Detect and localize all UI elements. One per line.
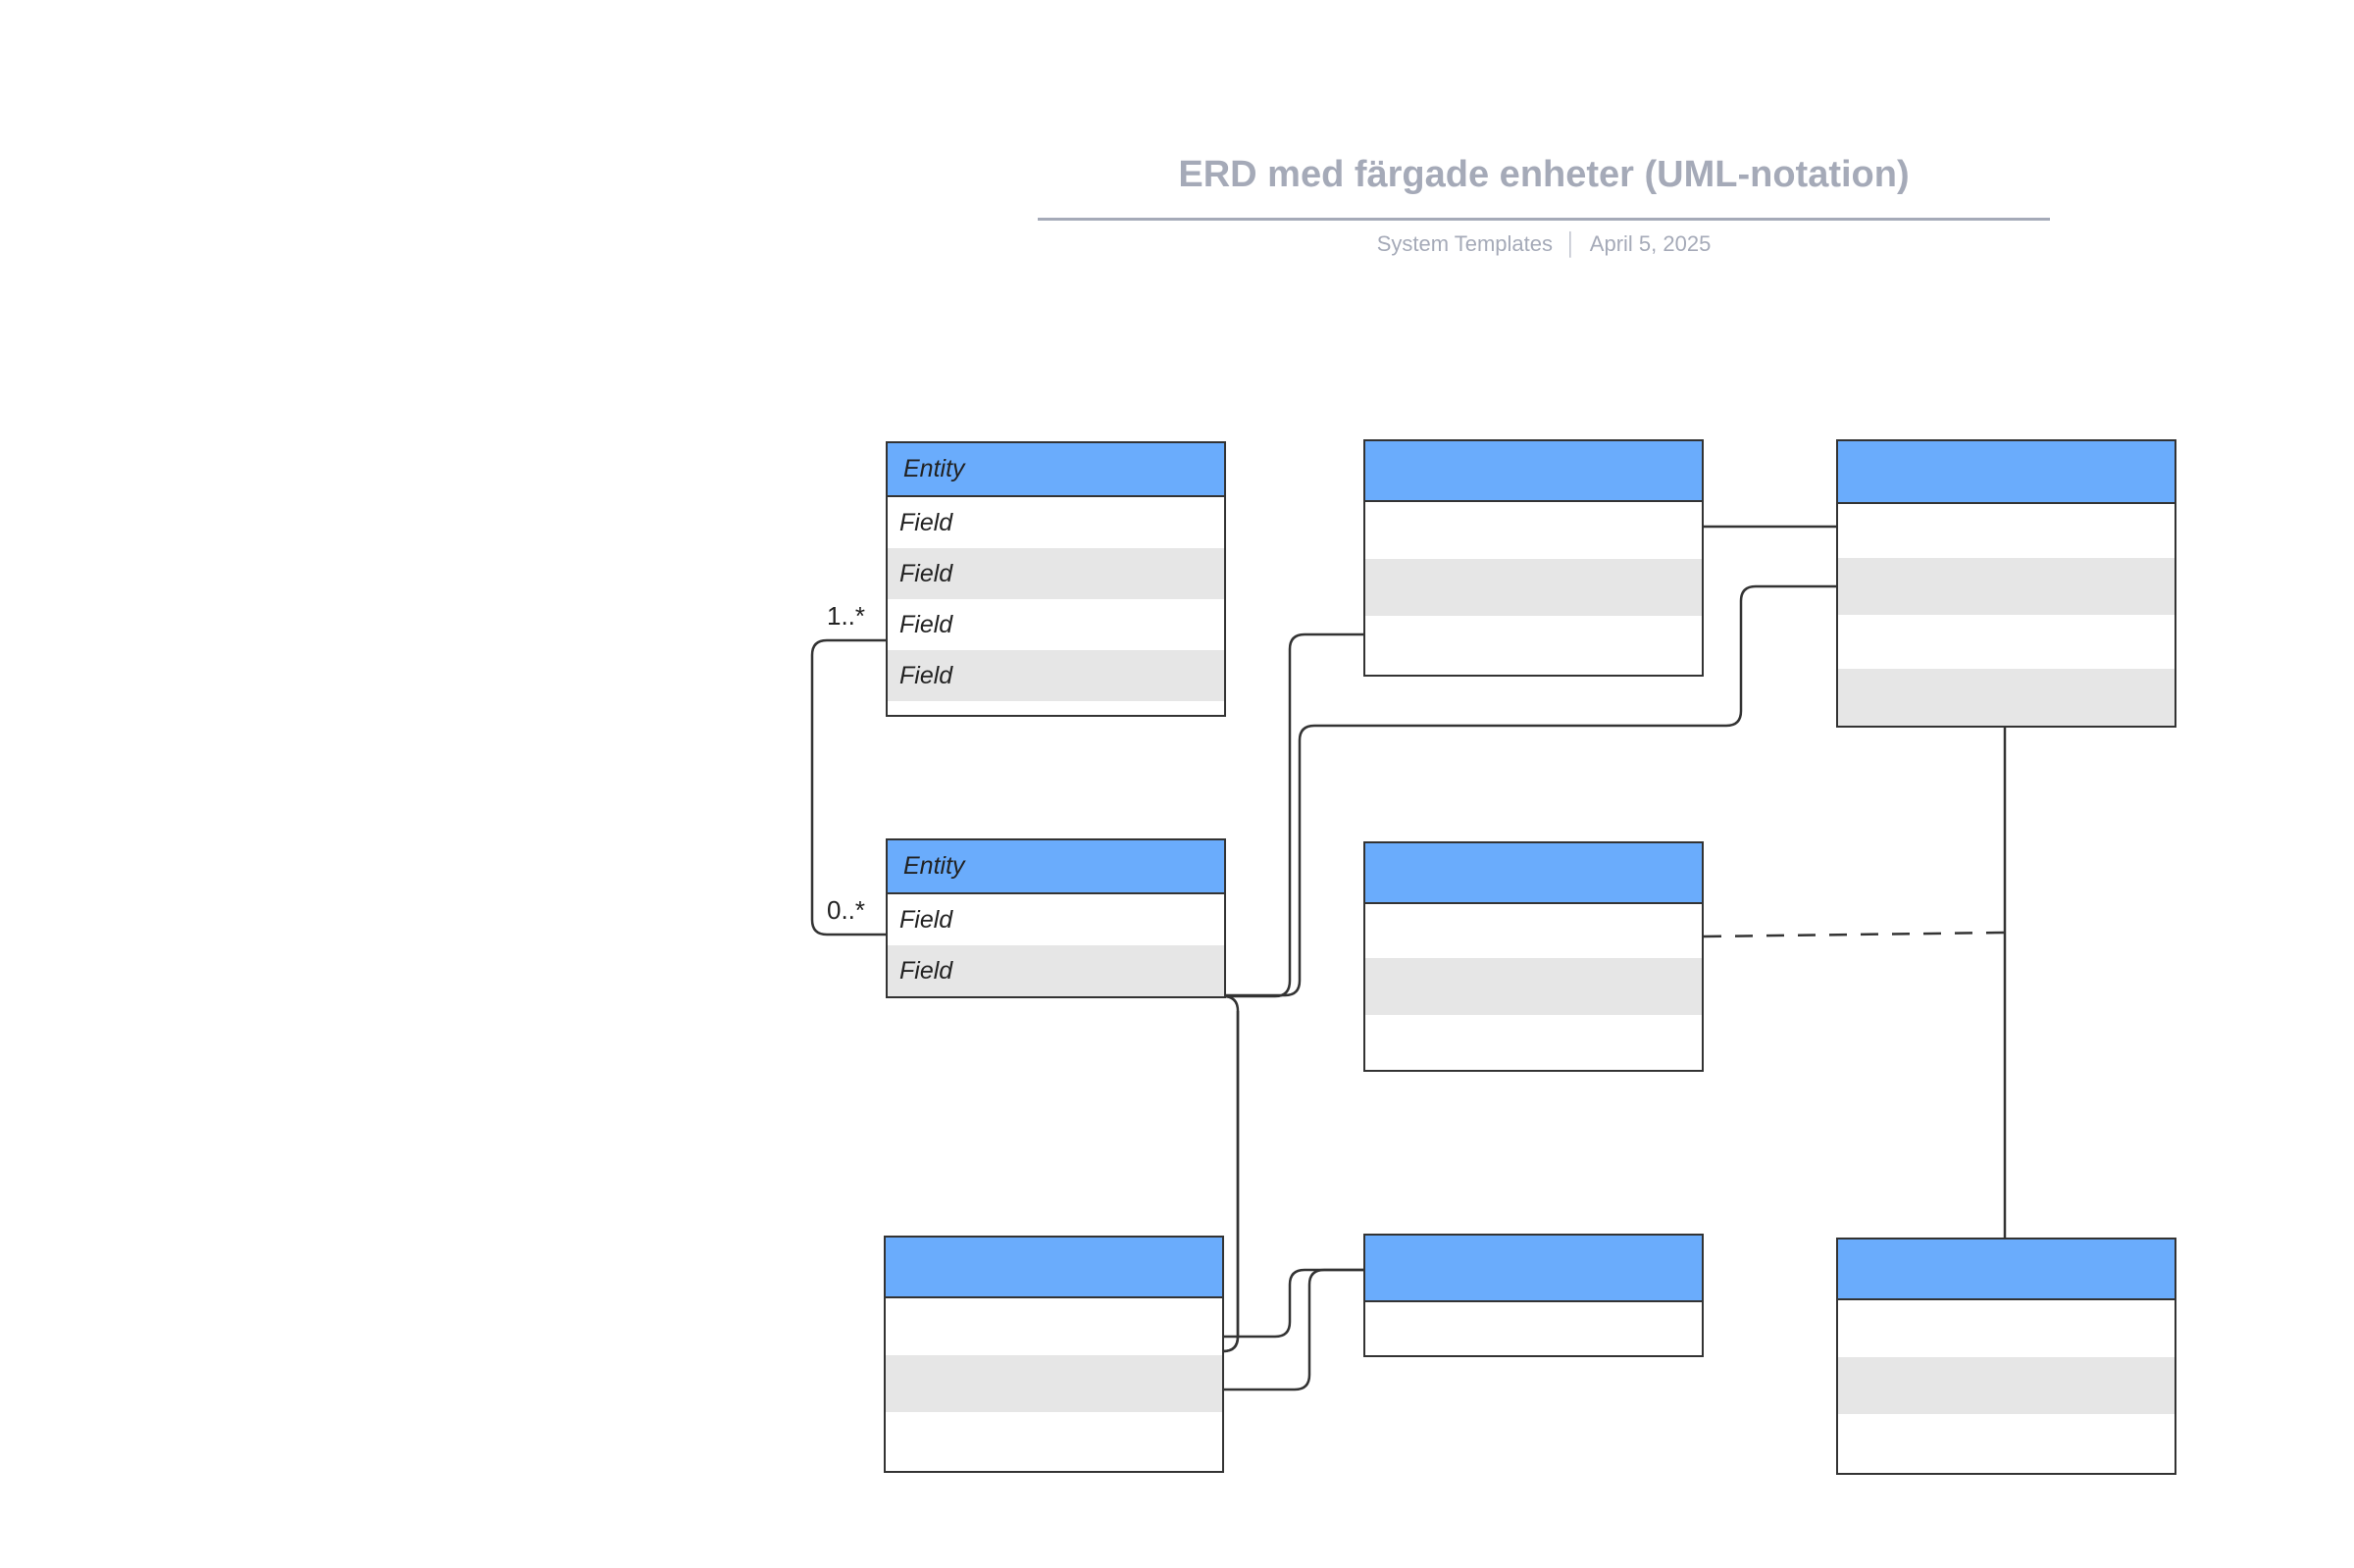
entity-title-top-center	[1365, 441, 1702, 502]
entity-title-top-right	[1838, 441, 2175, 504]
page-title: ERD med färgade enheter (UML-notation)	[1178, 154, 1910, 195]
entity-field-row	[886, 1412, 1222, 1469]
entity-box-mid-center[interactable]	[1363, 841, 1704, 1072]
entity-field-row	[1838, 1357, 2175, 1414]
entity-field-row	[1365, 616, 1702, 673]
entity-field-row	[1365, 1015, 1702, 1069]
entity-box-top-center[interactable]	[1363, 439, 1704, 677]
entity-field-row	[886, 1355, 1222, 1412]
entity-box-mid-left[interactable]: Entity Field Field	[886, 838, 1226, 998]
entity-field-row: Field	[888, 497, 1224, 548]
connector-dashed-dependency	[1703, 931, 2006, 938]
entity-field-row	[1838, 504, 2175, 558]
entity-field-row	[1838, 615, 2175, 669]
entity-field-row	[1365, 559, 1702, 616]
entity-title-top-left: Entity	[888, 443, 1224, 497]
entity-box-top-left[interactable]: Entity Field Field Field Field	[886, 441, 1226, 717]
entity-title-mid-left: Entity	[888, 840, 1224, 894]
entity-field-row	[1838, 1300, 2175, 1357]
subtitle-date: April 5, 2025	[1589, 231, 1712, 256]
connector-left-bracket	[810, 638, 886, 936]
entity-title-bottom-right	[1838, 1239, 2175, 1300]
connector-topcenter-to-midleftrow	[1223, 632, 1363, 998]
entity-box-bottom-center[interactable]	[1363, 1234, 1704, 1357]
entity-field-row	[1838, 558, 2175, 615]
subtitle-source: System Templates	[1376, 231, 1554, 256]
entity-field-row: Field	[888, 599, 1224, 650]
entity-field-row	[886, 1298, 1222, 1355]
subtitle-separator: │	[1564, 231, 1578, 256]
entity-box-bottom-right[interactable]	[1836, 1238, 2176, 1475]
entity-field-row: Field	[888, 945, 1224, 996]
entity-title-bottom-left	[886, 1238, 1222, 1298]
entity-title-bottom-center	[1365, 1236, 1702, 1302]
entity-field-row: Field	[888, 650, 1224, 701]
connector-bottomleft-to-bottomcenter-b	[1224, 1268, 1363, 1391]
entity-field-row	[1365, 1302, 1702, 1355]
connector-riser-to-bottomleft	[1222, 994, 1240, 1353]
entity-field-row	[1365, 502, 1702, 559]
entity-field-row	[1838, 669, 2175, 726]
multiplicity-one-to-many: 1..*	[827, 601, 866, 631]
title-divider	[1038, 218, 2050, 221]
connector-bottomleft-to-bottomcenter-a	[1224, 1268, 1363, 1339]
entity-field-row	[1838, 1414, 2175, 1471]
entity-box-bottom-left[interactable]	[884, 1236, 1224, 1473]
entity-field-row: Field	[888, 894, 1224, 945]
entity-field-row: Field	[888, 548, 1224, 599]
entity-field-row	[1365, 958, 1702, 1015]
entity-box-top-right[interactable]	[1836, 439, 2176, 728]
connector-riser-vertical	[1222, 1011, 1240, 1353]
entity-title-mid-center	[1365, 843, 1702, 904]
multiplicity-zero-to-many: 0..*	[827, 895, 866, 925]
document-subtitle: System Templates │ April 5, 2025	[1038, 231, 2050, 257]
entity-field-row	[1365, 904, 1702, 958]
